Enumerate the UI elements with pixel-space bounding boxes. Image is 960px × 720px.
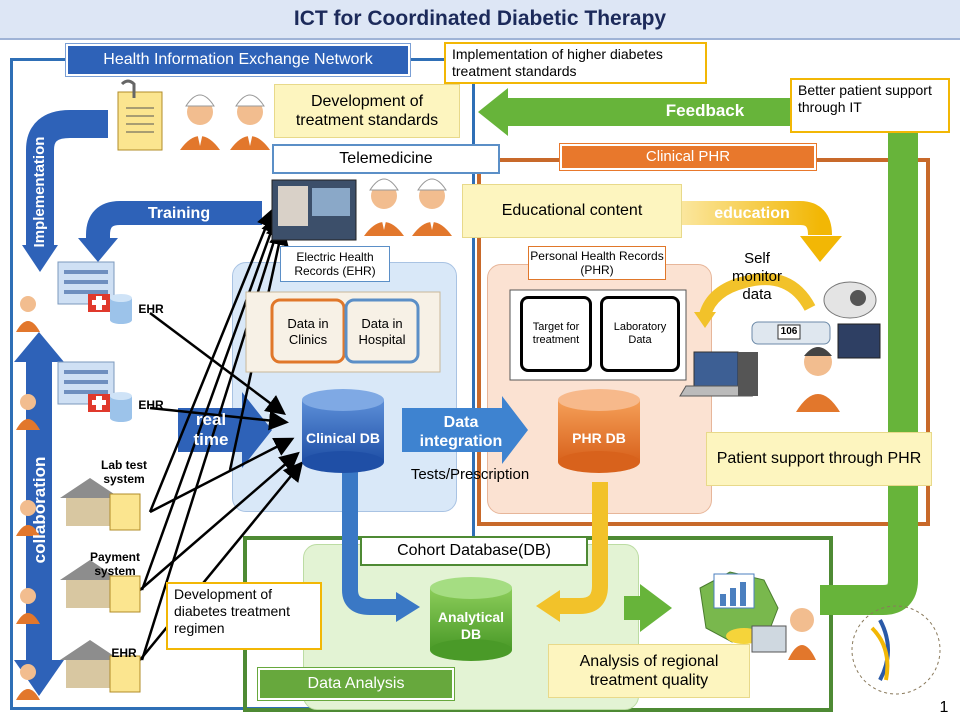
ehr-label-2: EHR — [138, 397, 164, 412]
doctor-icon — [412, 178, 452, 236]
feedback-loop-arrow — [820, 130, 918, 615]
clinical-db-cylinder — [302, 389, 384, 473]
callout-standards-impl: Implementation of higher diabetes treatm… — [444, 42, 707, 84]
callout-better-support: Better patient support through IT — [790, 78, 950, 133]
data-integration-label: Data integration — [419, 413, 503, 450]
analytical-db-cylinder — [430, 577, 512, 661]
education-label: education — [714, 205, 790, 223]
regional-quality-box: Analysis of regional treatment quality — [548, 644, 750, 698]
ehr-cylinder-icon — [110, 392, 132, 422]
phr-label: Personal Health Records (PHR) — [528, 246, 666, 280]
page-title: ICT for Coordinated Diabetic Therapy — [0, 0, 960, 40]
regional-map-icon — [699, 571, 779, 644]
glucose-meter-icon — [751, 321, 831, 345]
self-monitor-label: Self monitor data — [731, 250, 783, 303]
callout-regimen: Development of diabetes treatment regime… — [166, 582, 322, 650]
feedback-label: Feedback — [665, 100, 745, 120]
ehr-label: Electric Health Records (EHR) — [280, 246, 390, 282]
telemedicine-label: Telemedicine — [272, 144, 500, 174]
data-hospital-label: Data in Hospital — [358, 316, 406, 347]
clinical-phr-label: Clinical PHR — [560, 144, 816, 170]
university-logo-icon — [851, 605, 941, 695]
development-standards-box: Development of treatment standards — [274, 84, 460, 138]
cohort-db-label: Cohort Database(DB) — [360, 536, 588, 566]
laboratory-data-label: Laboratory Data — [600, 296, 680, 372]
page-number: 1 — [939, 699, 949, 717]
doctor-icon — [364, 178, 404, 236]
house-icon — [60, 478, 141, 531]
data-clinics-label: Data in Clinics — [287, 316, 329, 347]
ehr-cylinder-icon — [110, 294, 132, 324]
ehr-label-1: EHR — [138, 301, 164, 316]
analyst-icon — [751, 608, 816, 660]
hie-network-label: Health Information Exchange Network — [66, 44, 410, 76]
phr-db-cylinder — [558, 389, 640, 473]
analytical-db-label: Analytical DB — [437, 609, 505, 642]
laptop-icon — [679, 351, 758, 397]
doctor-icon — [180, 94, 220, 150]
bp-monitor-icon — [823, 281, 881, 359]
collaboration-label: collaboration — [29, 456, 49, 564]
clinical-db-label: Clinical DB — [306, 429, 380, 446]
phr-db-label: PHR DB — [572, 429, 626, 446]
implementation-label: Implementation — [31, 136, 48, 248]
tests-prescription-label: Tests/Prescription — [410, 466, 530, 483]
training-label: Training — [147, 205, 211, 223]
payment-system-label: Payment system — [89, 549, 141, 578]
document-icon — [117, 79, 163, 151]
hospital-icon — [57, 361, 115, 412]
realtime-label: real time — [193, 409, 229, 449]
feedback-arrowhead — [478, 88, 508, 136]
ehr-label-3: EHR — [111, 645, 137, 660]
house-icon — [60, 640, 141, 693]
realtime-arrow — [178, 392, 272, 468]
data-analysis-label: Data Analysis — [258, 668, 454, 700]
target-treatment-label: Target for treatment — [520, 296, 592, 372]
house-icon — [60, 560, 141, 613]
patient-support-box: Patient support through PHR — [706, 432, 932, 486]
glucose-reading: 106 — [780, 326, 798, 337]
educational-content-box: Educational content — [462, 184, 682, 238]
patient-icon — [796, 347, 840, 412]
hospital-icon — [57, 261, 115, 312]
lab-system-label: Lab test system — [100, 457, 147, 486]
doctor-icon — [230, 94, 270, 150]
